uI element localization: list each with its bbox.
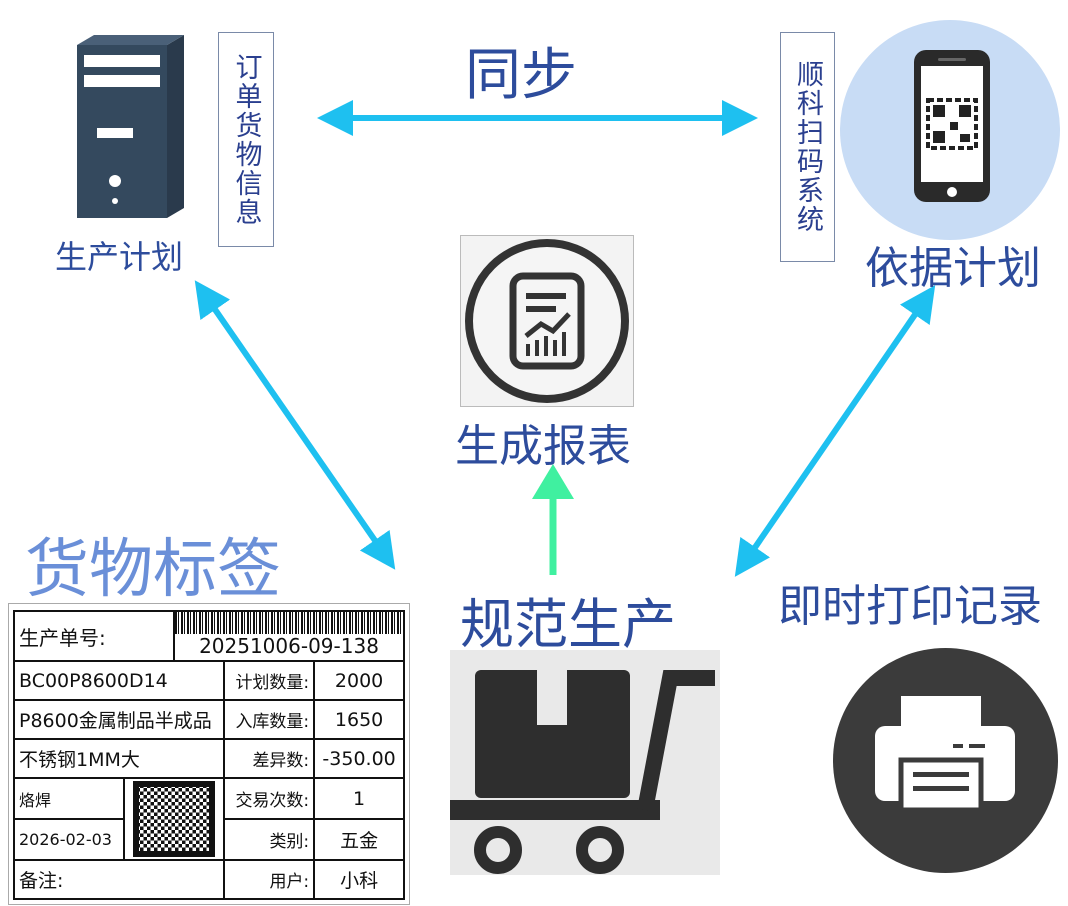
report-caption: 生成报表 [455,421,631,472]
field-value: 1650 [313,699,405,740]
scanner-production-arrow [734,285,936,577]
field-value: 2000 [313,660,405,701]
field-value: 五金 [313,818,405,861]
report-icon [465,239,629,403]
order-info-box: 订单货物信息 [218,32,274,247]
field-label: 计划数量: [222,660,316,701]
order-no: 20251006-09-138 [199,634,379,658]
production-plan-caption: 生产计划 [55,238,184,276]
product-name: P8600金属制品半成品 [13,699,225,740]
qr-code [132,781,215,857]
by-plan-caption: 依据计划 [865,243,1041,294]
printer-circle [833,648,1058,873]
plan-production-arrow [194,280,396,570]
field-value: 小科 [313,859,405,900]
phone-qr-icon [914,50,990,202]
field-label: 入库数量: [222,699,316,740]
phone-circle [840,20,1060,240]
sync-label: 同步 [465,43,577,108]
scan-system-box: 顺科扫码系统 [780,32,835,262]
field-label: 交易次数: [222,777,316,820]
remark-label: 备注: [13,859,225,900]
report-icon-box [460,235,634,407]
date: 2026-02-03 [13,818,125,861]
field-value: 1 [313,777,405,820]
cart-box [450,650,720,875]
server-icon [77,35,184,218]
production-caption: 规范生产 [460,593,676,656]
field-label: 类别: [222,818,316,861]
field-value: -350.00 [313,738,405,779]
order-no-label: 生产单号: [13,610,175,662]
printer-icon [875,696,1015,813]
field-label: 用户: [222,859,316,900]
item-code: BC00P8600D14 [13,660,225,701]
cart-icon [450,670,715,874]
barcode [174,612,403,634]
print-record-caption: 即时打印记录 [778,581,1042,632]
cargo-label-title: 货物标签 [25,533,281,607]
material: 不锈钢1MM大 [13,738,225,779]
process: 烙焊 [13,777,125,820]
field-label: 差异数: [222,738,316,779]
